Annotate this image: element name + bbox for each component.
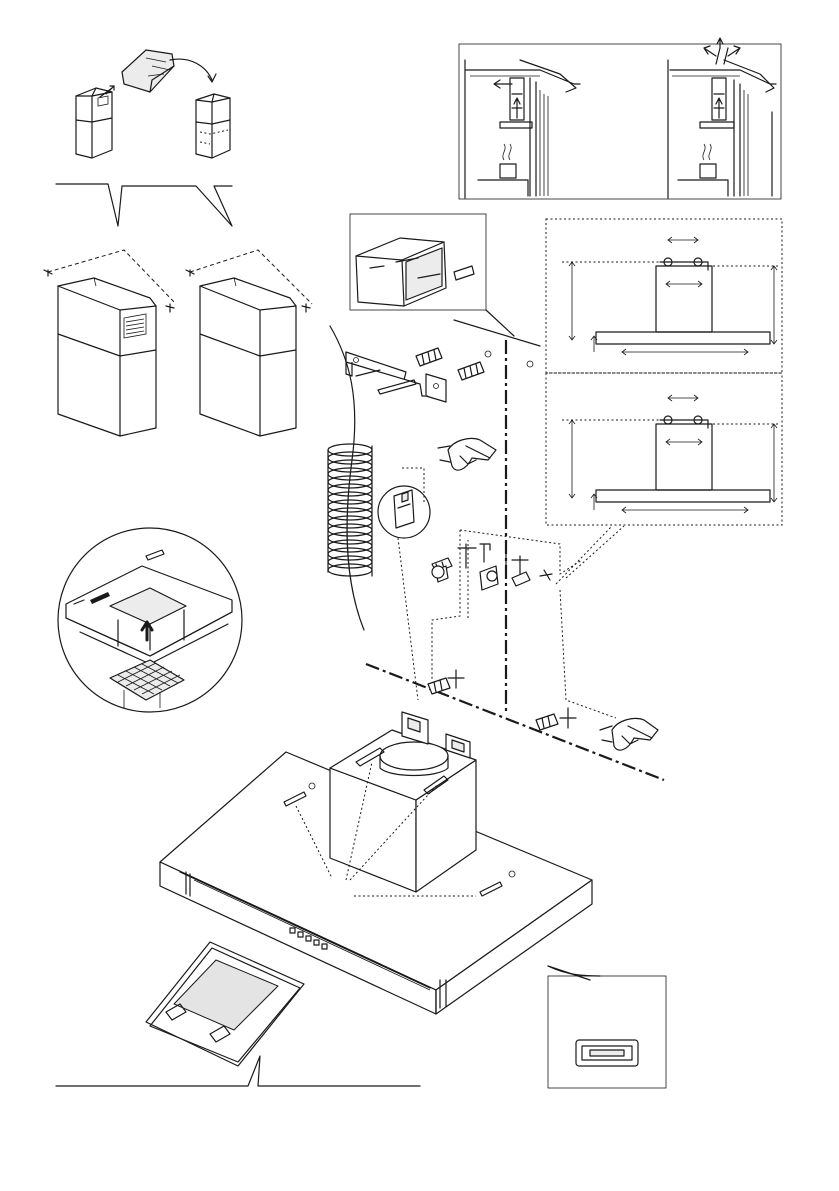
- recirculation-room: [668, 38, 776, 198]
- dimension-panel-lower: [546, 373, 782, 525]
- wall-bracket-hardware: [346, 340, 533, 712]
- hood-hangers: [432, 530, 616, 718]
- wall-plug-detail: [350, 214, 540, 346]
- chimney-ducting-version: [44, 250, 176, 436]
- carbon-filter-detail: [58, 528, 242, 712]
- chimney-assembly: [76, 50, 230, 158]
- hook-fixing-detail: [378, 468, 430, 700]
- carbon-filter-mesh: [110, 660, 184, 700]
- control-switch-detail: [548, 966, 666, 1088]
- chimney-callout-bracket: [56, 184, 232, 226]
- extraction-modes-panel: [459, 38, 781, 199]
- drill-hand-icon: [438, 438, 496, 470]
- dimension-leader-lines: [556, 526, 624, 584]
- chimney-recirculation-version: [186, 250, 312, 436]
- flexible-duct: [328, 444, 372, 576]
- dimension-panel-upper: [546, 219, 782, 373]
- ducted-extraction-room: [465, 60, 580, 198]
- grease-filter: [146, 942, 304, 1066]
- drill-hand-icon-lower: [600, 718, 658, 750]
